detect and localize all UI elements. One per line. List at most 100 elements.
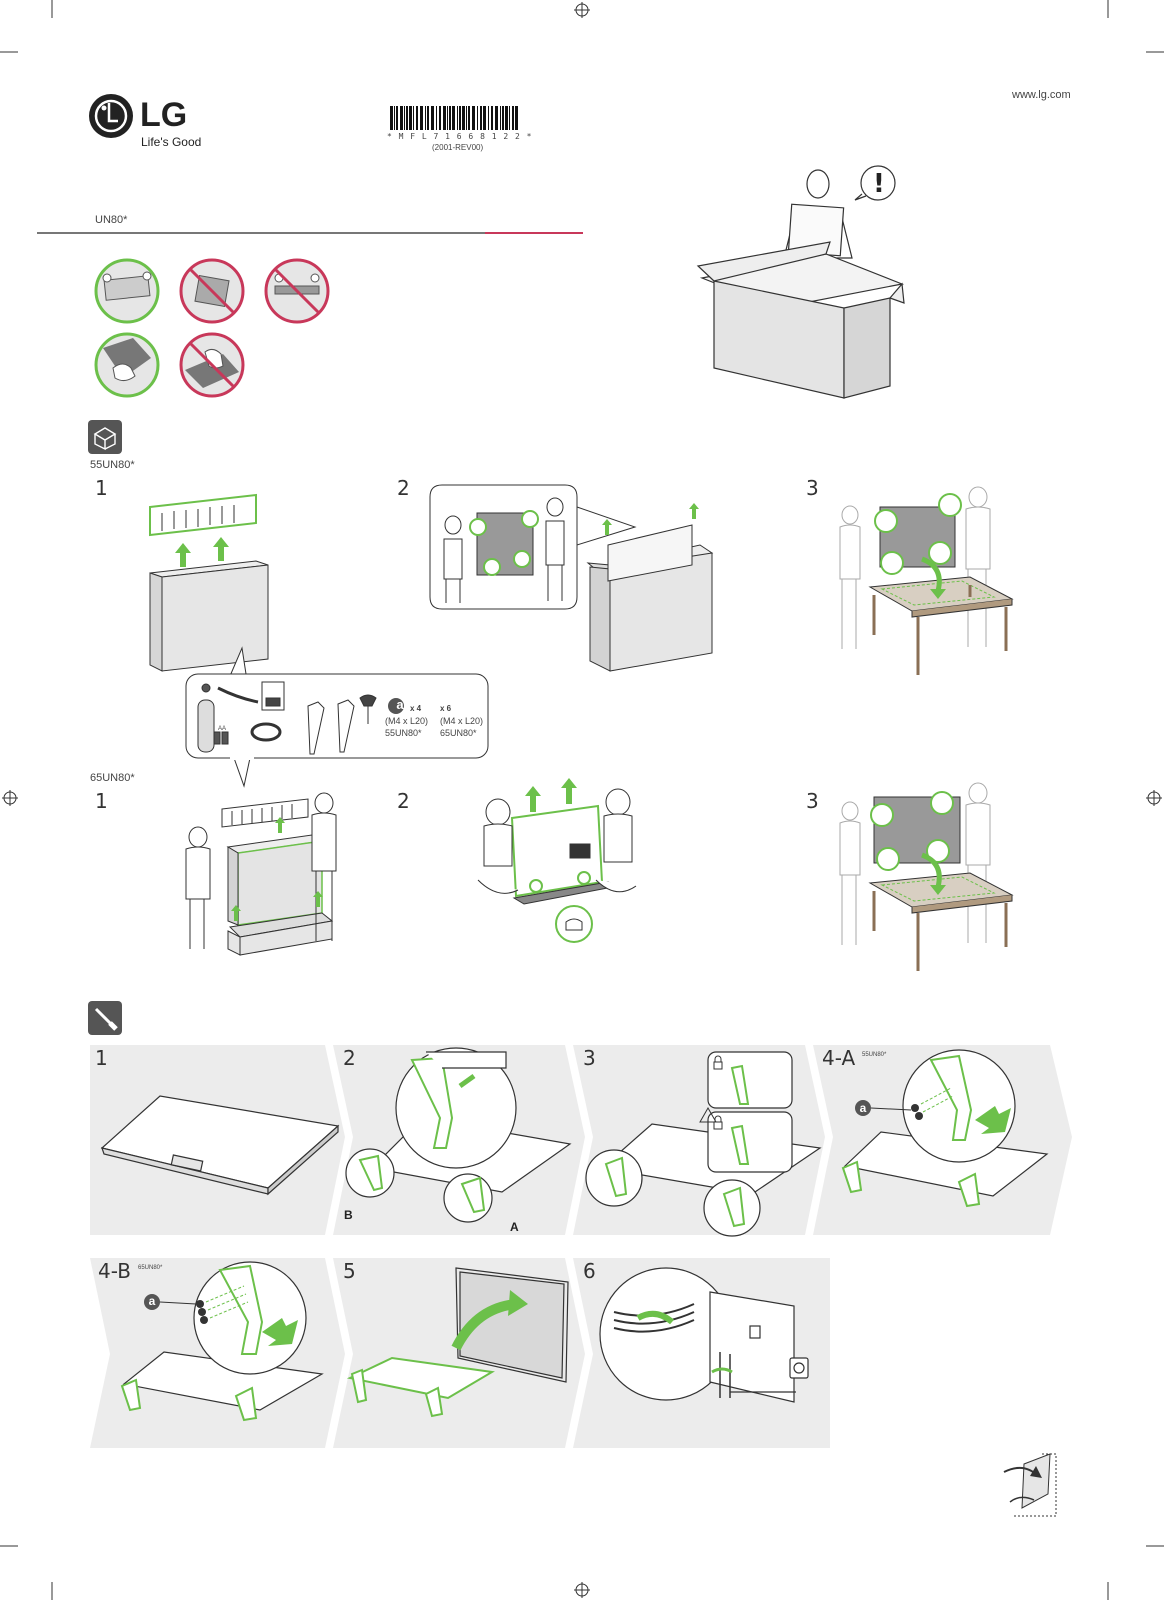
barcode-bar xyxy=(390,106,393,130)
barcode-bar xyxy=(425,106,426,130)
barcode-bar xyxy=(477,106,478,130)
barcode-revision: (2001-REV00) xyxy=(432,143,484,152)
assembly-step1-tv-face-down xyxy=(100,1095,340,1196)
barcode-bar xyxy=(452,106,455,130)
barcode-bar xyxy=(512,106,514,130)
model-65-label: 65UN80* xyxy=(90,772,135,784)
barcode-bar xyxy=(488,106,489,130)
assembly-step-3: 3 xyxy=(583,1046,596,1070)
barcode-bar xyxy=(468,106,470,130)
barcode-bar xyxy=(502,106,504,130)
assembly-step-1: 1 xyxy=(95,1046,108,1070)
person-reading-manual: ! xyxy=(696,165,905,399)
screwdriver-icon xyxy=(88,1001,122,1035)
website: www.lg.com xyxy=(1012,89,1071,101)
barcode-text: * M F L 7 1 6 6 8 1 2 2 * xyxy=(387,132,533,141)
screw-b-count: x 6 xyxy=(440,704,452,713)
barcode-bar xyxy=(420,106,423,130)
ok-grip-frame-icon xyxy=(94,332,160,398)
barcode-bar xyxy=(400,106,403,130)
unpack-65-step1-illustration xyxy=(185,792,337,956)
assembly-step4b-screw-stand xyxy=(120,1261,324,1422)
stand-a-label: A xyxy=(510,1220,519,1234)
screw-a-model: 55UN80* xyxy=(385,728,422,738)
barcode-bar xyxy=(431,106,434,130)
model-name: UN80* xyxy=(95,214,128,226)
screw-a-label-4a: a xyxy=(859,1101,867,1115)
barcode-bar xyxy=(480,106,482,130)
barcode-bar xyxy=(466,106,467,130)
assembly-step-4b-model: 65UN80* xyxy=(138,1265,163,1271)
assembly-step6-cable-management xyxy=(599,1267,809,1403)
screw-a-label-4b: a xyxy=(148,1294,156,1308)
barcode xyxy=(390,106,518,130)
stand-b-label: B xyxy=(344,1208,353,1222)
barcode-bar xyxy=(439,106,441,130)
handling-icons xyxy=(94,258,330,398)
unpack-65-step3-illustration xyxy=(839,782,1014,971)
barcode-bar xyxy=(406,106,408,130)
screw-a-spec: (M4 x L20) xyxy=(385,716,429,726)
unpack-55-step-1: 1 xyxy=(95,476,108,500)
brand-name: LG xyxy=(140,96,188,134)
barcode-bar xyxy=(495,106,498,130)
barcode-bar xyxy=(447,106,448,130)
barcode-bar xyxy=(404,106,405,130)
barcode-bar xyxy=(394,106,395,130)
accessories-callout xyxy=(185,646,489,788)
no-press-screen-icon xyxy=(179,332,245,398)
screw-letter-callout: a xyxy=(396,697,404,712)
unpack-65-step-1: 1 xyxy=(95,789,108,813)
assembly-step-2: 2 xyxy=(343,1046,356,1070)
unpack-55-step3-illustration xyxy=(839,486,1014,675)
screw-b-model: 65UN80* xyxy=(440,728,477,738)
no-carry-face-down-icon xyxy=(264,258,330,324)
brand-tagline: Life's Good xyxy=(141,135,202,149)
barcode-bar xyxy=(491,106,493,130)
lock-icon xyxy=(699,1055,723,1130)
assembly-step-5: 5 xyxy=(343,1259,356,1283)
turn-page-icon xyxy=(1003,1453,1057,1517)
barcode-bar xyxy=(427,106,429,130)
barcode-bar xyxy=(462,106,465,130)
ok-carry-icon xyxy=(94,258,160,324)
unpack-65-step-2: 2 xyxy=(397,789,410,813)
barcode-bar xyxy=(515,106,518,130)
no-carry-flat-icon xyxy=(179,258,245,324)
assembly-step-4a: 4-A xyxy=(822,1046,856,1070)
barcode-bar xyxy=(505,106,508,130)
assembly-step4a-screw-stand xyxy=(841,1049,1049,1208)
barcode-bar xyxy=(509,106,510,130)
unpack-65-step-3: 3 xyxy=(806,789,819,813)
unpack-55-step-3: 3 xyxy=(806,476,819,500)
assembly-step-4a-model: 55UN80* xyxy=(862,1052,887,1058)
barcode-bar xyxy=(436,106,437,130)
barcode-bar xyxy=(416,106,418,130)
barcode-bar xyxy=(413,106,414,130)
unpack-65-step2-illustration xyxy=(477,778,637,943)
battery-label: AA xyxy=(218,726,227,732)
barcode-bar xyxy=(409,106,412,130)
assembly-step5-stand-up-tv xyxy=(346,1267,569,1418)
screw-b-spec: (M4 x L20) xyxy=(440,716,484,726)
barcode-bar xyxy=(472,106,475,130)
barcode-bar xyxy=(396,106,398,130)
assembly-step2-attach-stand xyxy=(345,1047,572,1223)
model-55-label: 55UN80* xyxy=(90,459,135,471)
assembly-step-4b: 4-B xyxy=(98,1259,131,1283)
screw-a-count: x 4 xyxy=(410,704,422,713)
assembly-step3-lock-stand xyxy=(585,1051,822,1237)
svg-text:!: ! xyxy=(873,169,885,199)
barcode-bar xyxy=(457,106,458,130)
unpack-icon xyxy=(88,420,122,454)
barcode-bar xyxy=(459,106,461,130)
barcode-bar xyxy=(500,106,501,130)
unpack-55-step1-illustration xyxy=(149,493,269,672)
unpack-55-step2-illustration xyxy=(429,484,714,672)
header-rule xyxy=(37,232,485,234)
lg-logo-icon xyxy=(89,94,133,138)
assembly-step-6: 6 xyxy=(583,1259,596,1283)
unpack-55-step-2: 2 xyxy=(397,476,410,500)
header-rule-accent xyxy=(485,232,583,234)
lg-logo: LG Life's Good xyxy=(88,93,228,153)
